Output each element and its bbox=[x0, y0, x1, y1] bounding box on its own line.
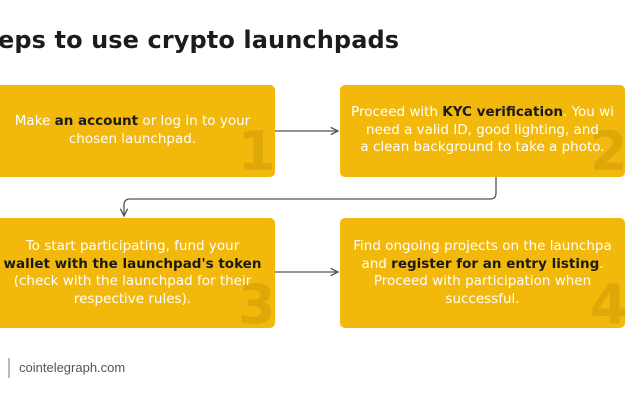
text-segment: To start participating, fund your bbox=[25, 238, 240, 254]
step-3-line: To start participating, fund your bbox=[0, 238, 275, 256]
highlighted-phrase: an account bbox=[54, 113, 139, 129]
text-segment: chosen launchpad. bbox=[68, 130, 197, 147]
text-segment: Proceed with participation when bbox=[373, 273, 592, 289]
step-3-line: (check with the launchpad for their bbox=[0, 273, 275, 291]
step-number-1: 1 bbox=[238, 120, 276, 183]
highlighted-phrase: register for an entry listing bbox=[391, 255, 600, 272]
step-number-3: 3 bbox=[238, 273, 276, 336]
text-segment: . bbox=[599, 255, 604, 272]
text-segment: Proceed with bbox=[351, 104, 443, 120]
source-label: cointelegraph.com bbox=[19, 360, 126, 375]
step-4-line: Find ongoing projects on the launchpa bbox=[340, 238, 625, 256]
text-segment: Make bbox=[14, 113, 55, 129]
step-4-line: Proceed with participation when bbox=[340, 273, 625, 291]
text-segment: need a valid ID, good lighting, and bbox=[366, 121, 599, 138]
step-4-line: successful. bbox=[340, 291, 625, 309]
text-segment: and bbox=[361, 255, 392, 272]
step-4-line: and register for an entry listing. bbox=[340, 256, 625, 274]
step-1-line: chosen launchpad. bbox=[0, 131, 275, 149]
footer-divider bbox=[8, 358, 10, 378]
highlighted-phrase: wallet with the launchpad's token bbox=[3, 255, 262, 272]
text-segment: successful. bbox=[445, 290, 520, 307]
connector-layer bbox=[0, 0, 497, 410]
source-footer: cointelegraph.com bbox=[0, 356, 200, 380]
step-1-line: Make an account or log in to your bbox=[0, 113, 275, 131]
text-segment: respective rules). bbox=[73, 290, 192, 307]
text-segment: . You wi bbox=[563, 104, 614, 120]
text-segment: (check with the launchpad for their bbox=[13, 273, 252, 289]
step-number-4: 4 bbox=[590, 273, 628, 336]
step-2-line: Proceed with KYC verification. You wi bbox=[340, 104, 625, 122]
text-segment: or log in to your bbox=[138, 113, 251, 129]
step-3-line: wallet with the launchpad's token bbox=[0, 256, 275, 274]
diagram-title: eps to use crypto launchpads bbox=[0, 26, 400, 54]
step-2-line: a clean background to take a photo. bbox=[340, 139, 625, 157]
text-segment: Find ongoing projects on the launchpa bbox=[353, 238, 612, 254]
step-2-line: need a valid ID, good lighting, and bbox=[340, 122, 625, 140]
highlighted-phrase: KYC verification bbox=[442, 104, 563, 120]
text-segment: a clean background to take a photo. bbox=[360, 139, 605, 155]
step-number-2: 2 bbox=[590, 120, 628, 183]
step-3-line: respective rules). bbox=[0, 291, 275, 309]
arrow-step2-to-step3 bbox=[124, 177, 497, 216]
